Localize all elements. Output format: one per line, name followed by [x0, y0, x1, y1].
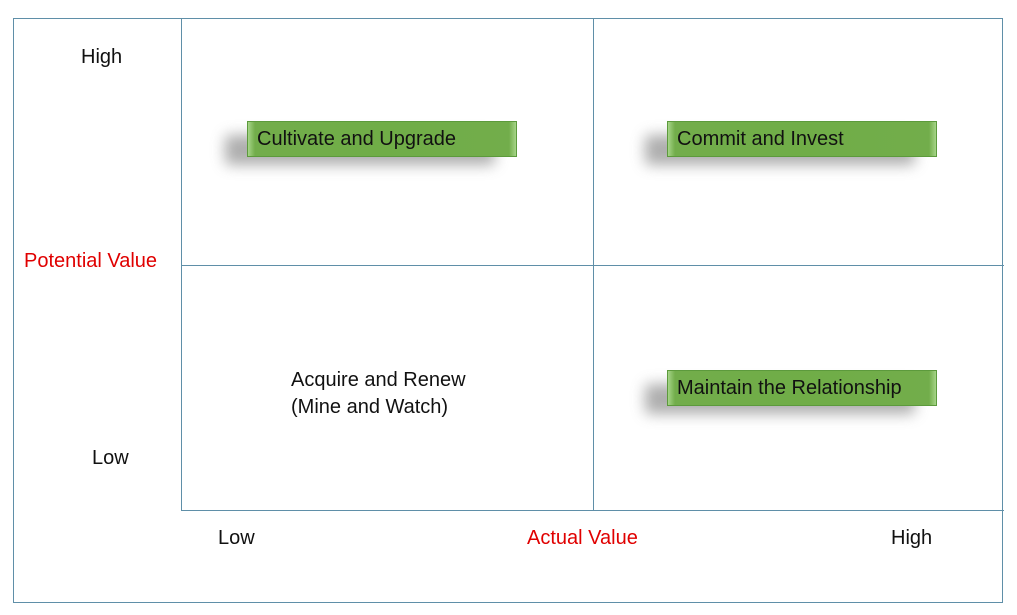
- quadrant-label-commit: Commit and Invest: [667, 121, 937, 157]
- quadrant-bottom-left: Acquire and Renew (Mine and Watch): [291, 367, 466, 421]
- quadrant-top-right: Commit and Invest: [645, 121, 937, 165]
- x-axis-low-label: Low: [218, 527, 255, 549]
- y-axis-low-label: Low: [92, 447, 129, 469]
- y-axis-high-label: High: [81, 46, 123, 68]
- quadrant-label-mine-watch: (Mine and Watch): [291, 396, 449, 418]
- quadrant-label-cultivate: Cultivate and Upgrade: [247, 121, 517, 157]
- quadrant-bottom-right: Maintain the Relationship: [645, 370, 937, 414]
- vertical-divider: [593, 18, 594, 511]
- matrix-area: [181, 18, 1004, 511]
- quadrant-top-left: Cultivate and Upgrade: [225, 121, 517, 165]
- quadrant-label-acquire: Acquire and Renew: [291, 369, 466, 391]
- x-axis-high-label: High: [891, 527, 933, 549]
- x-axis-title: Actual Value: [527, 527, 638, 549]
- outer-frame: [13, 18, 1003, 603]
- horizontal-divider: [181, 265, 1004, 266]
- y-axis-title: Potential Value: [24, 250, 158, 272]
- quadrant-label-maintain: Maintain the Relationship: [667, 370, 937, 406]
